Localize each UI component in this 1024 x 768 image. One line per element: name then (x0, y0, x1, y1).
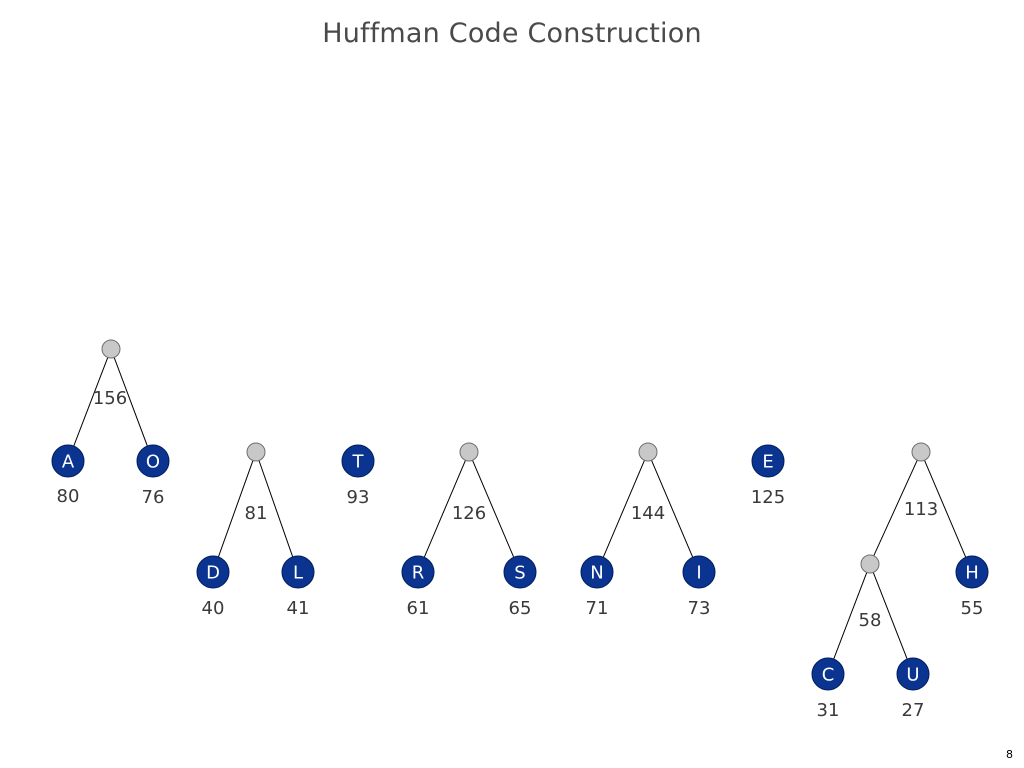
leaf-symbol-e: E (762, 452, 773, 473)
edge-156-A (73, 357, 109, 447)
edge-156-O (113, 357, 148, 447)
weight-label-node-144: 144 (631, 503, 665, 524)
weight-label-h: 55 (961, 598, 984, 619)
edges-layer (73, 357, 967, 660)
leaf-node-r (401, 555, 435, 589)
internal-node-81 (246, 442, 266, 462)
internal-node-126 (459, 442, 479, 462)
weight-label-node-113: 113 (904, 499, 938, 520)
nodes-layer (51, 339, 989, 691)
weight-label-r: 61 (407, 598, 430, 619)
leaf-symbol-n: N (590, 563, 603, 584)
leaf-node-s (503, 555, 537, 589)
weight-label-node-156: 156 (93, 388, 127, 409)
leaf-symbol-s: S (514, 563, 525, 584)
leaf-node-l (281, 555, 315, 589)
edge-113-H (924, 460, 967, 558)
weight-label-o: 76 (142, 487, 165, 508)
weight-label-node-81: 81 (245, 503, 268, 524)
leaf-node-a (51, 444, 85, 478)
leaf-symbol-h: H (965, 563, 979, 584)
leaf-symbol-i: I (696, 563, 701, 584)
leaf-symbol-t: T (352, 452, 365, 473)
edge-113-58 (873, 459, 918, 557)
internal-node-58 (860, 554, 880, 574)
edge-58-U (872, 572, 908, 660)
weight-label-n: 71 (586, 598, 609, 619)
page-number: 8 (1006, 748, 1013, 761)
leaf-symbol-c: C (822, 665, 835, 686)
slide-title: Huffman Code Construction (322, 18, 702, 49)
leaf-symbol-r: R (412, 563, 425, 584)
weight-label-d: 40 (202, 598, 225, 619)
leaf-node-d (196, 555, 230, 589)
internal-node-144 (638, 442, 658, 462)
weight-label-l: 41 (287, 598, 310, 619)
leaf-node-h (955, 555, 989, 589)
edge-144-I (651, 460, 694, 558)
leaf-symbol-a: A (62, 452, 75, 473)
leaf-symbol-u: U (906, 665, 919, 686)
weight-label-node-126: 126 (452, 503, 486, 524)
leaf-symbol-d: D (206, 563, 220, 584)
weight-label-a: 80 (57, 486, 80, 507)
weight-label-i: 73 (688, 598, 711, 619)
leaf-node-e (751, 444, 785, 478)
leaf-symbol-l: L (293, 563, 303, 584)
internal-node-156 (101, 339, 121, 359)
leaf-node-i (682, 555, 716, 589)
weight-label-u: 27 (902, 700, 925, 721)
edge-144-N (602, 460, 645, 558)
edge-81-L (258, 460, 294, 558)
edge-126-R (423, 460, 466, 558)
leaf-node-o (136, 444, 170, 478)
leaf-node-u (896, 657, 930, 691)
weight-label-c: 31 (817, 700, 840, 721)
leaf-node-n (580, 555, 614, 589)
weight-label-e: 125 (751, 487, 785, 508)
weight-label-t: 93 (347, 487, 370, 508)
weight-label-node-58: 58 (859, 610, 882, 631)
edge-81-D (217, 460, 254, 558)
leaf-node-t (341, 444, 375, 478)
edge-126-S (472, 460, 515, 558)
internal-node-113 (911, 442, 931, 462)
leaf-symbol-o: O (146, 452, 160, 473)
leaf-node-c (811, 657, 845, 691)
edge-58-C (833, 572, 868, 660)
weight-label-s: 65 (509, 598, 532, 619)
